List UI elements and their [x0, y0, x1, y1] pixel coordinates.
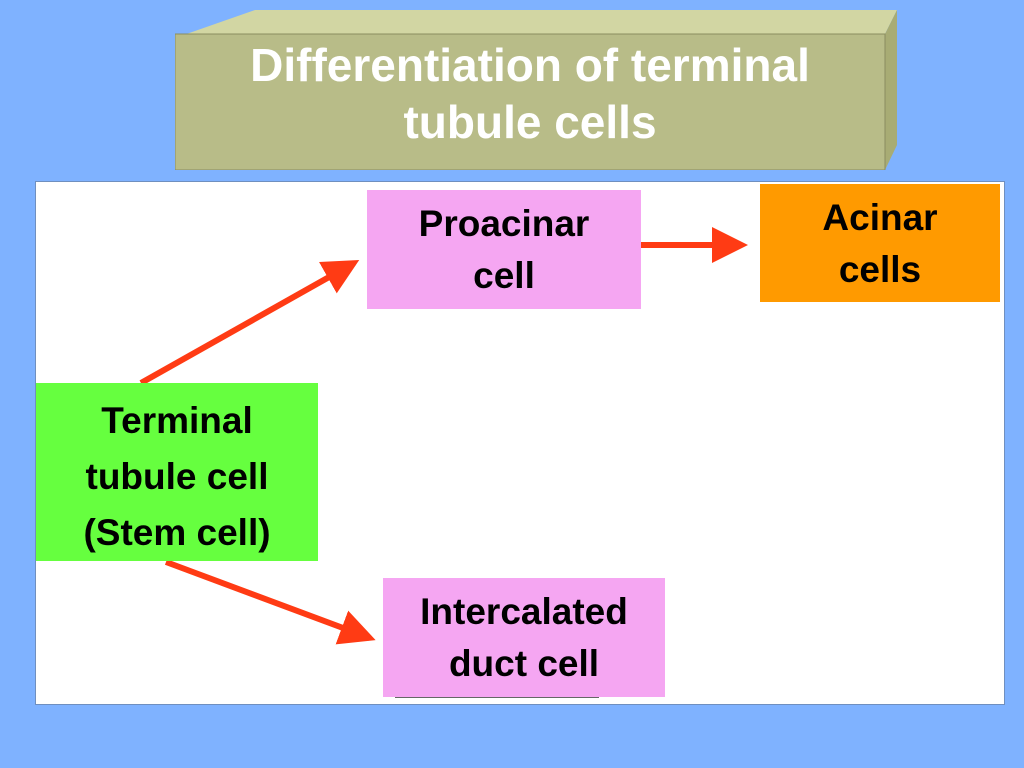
node-intercalated-duct-cell: Intercalated duct cell: [383, 578, 665, 697]
node-proacinar-cell: Proacinar cell: [367, 190, 641, 309]
title-line-1: Differentiation of terminal: [250, 39, 810, 91]
title-banner-shape: [175, 10, 897, 170]
stem-line-3: (Stem cell): [83, 512, 271, 553]
intercalated-line-2: duct cell: [448, 643, 600, 684]
title-line-2: tubule cells: [403, 96, 657, 148]
node-acinar-cells: Acinar cells: [760, 184, 1000, 302]
arrow-stem-to-proacinar: [139, 260, 360, 386]
proacinar-line-2: cell: [473, 255, 535, 296]
acinar-line-2: cells: [838, 249, 922, 290]
arrow-stem-to-intercalated: [164, 559, 376, 645]
intercalated-line-1: Intercalated: [420, 591, 628, 632]
proacinar-line-1: Proacinar: [418, 203, 590, 244]
stem-line-2: tubule cell: [85, 456, 269, 497]
stem-line-1: Terminal: [101, 400, 253, 441]
page-title: Differentiation of terminal tubule cells: [175, 37, 885, 151]
acinar-line-1: Acinar: [822, 197, 938, 238]
title-banner: Differentiation of terminal tubule cells: [175, 10, 897, 170]
node-terminal-tubule-cell: Terminal tubule cell (Stem cell): [36, 383, 318, 561]
